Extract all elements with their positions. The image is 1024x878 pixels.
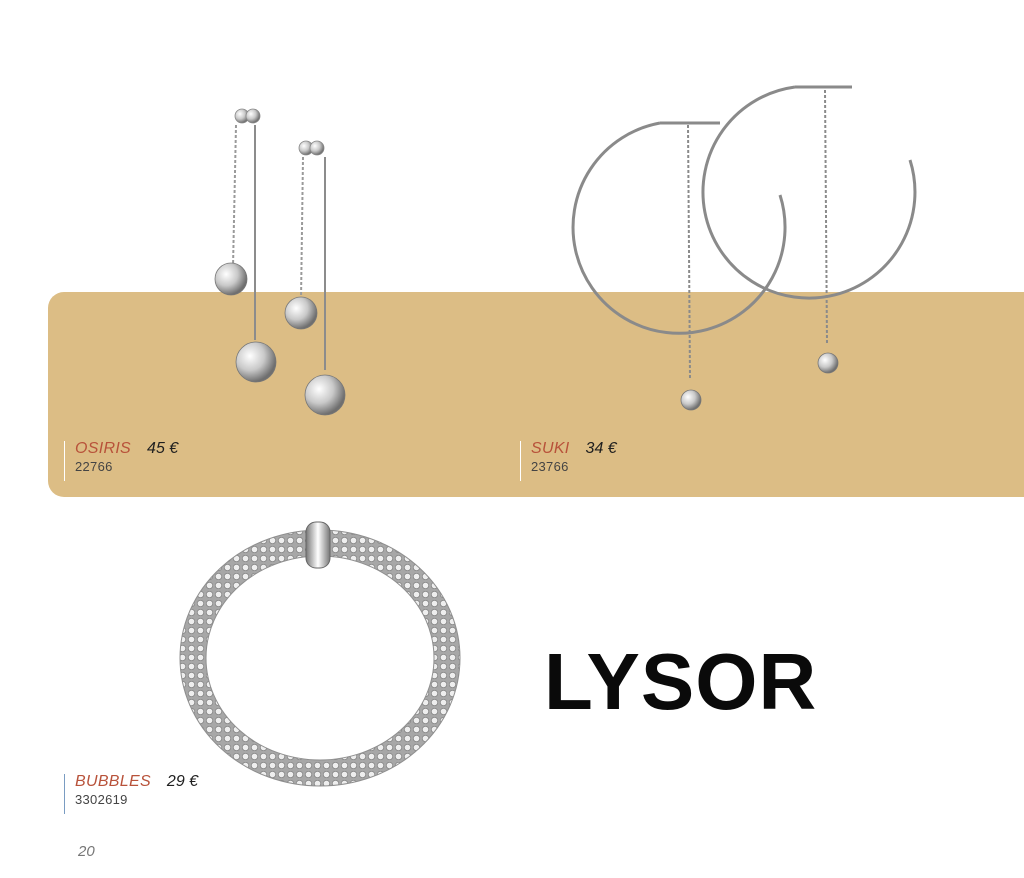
product-caption-suki: SUKI 34 € 23766	[520, 440, 617, 481]
product-name: OSIRIS	[75, 440, 132, 457]
suki-hoop-earrings-image	[571, 85, 917, 411]
bubbles-bracelet-image	[179, 521, 461, 787]
brand-logo-text: LYSOR	[544, 637, 818, 726]
osiris-earrings-image	[214, 108, 346, 416]
product-price: 45 €	[147, 440, 179, 457]
product-reference: 3302619	[75, 792, 128, 807]
product-name: SUKI	[531, 440, 570, 457]
product-price: 29 €	[166, 773, 199, 790]
gold-band	[48, 292, 1024, 497]
product-price: 34 €	[585, 440, 617, 457]
product-caption-osiris: OSIRIS 45 € 22766	[64, 440, 179, 481]
product-reference: 22766	[75, 459, 113, 474]
suki-left-hoop	[571, 121, 787, 381]
osiris-right-earring	[284, 140, 346, 416]
caption-divider	[64, 441, 65, 481]
caption-divider	[520, 441, 521, 481]
osiris-left-earring	[214, 108, 277, 383]
caption-divider	[64, 774, 65, 814]
product-reference: 23766	[531, 459, 569, 474]
suki-right-hoop	[701, 85, 917, 344]
product-name: BUBBLES	[75, 773, 151, 790]
page-number: 20	[78, 843, 95, 860]
product-caption-bubbles: BUBBLES 29 € 3302619	[64, 773, 199, 814]
